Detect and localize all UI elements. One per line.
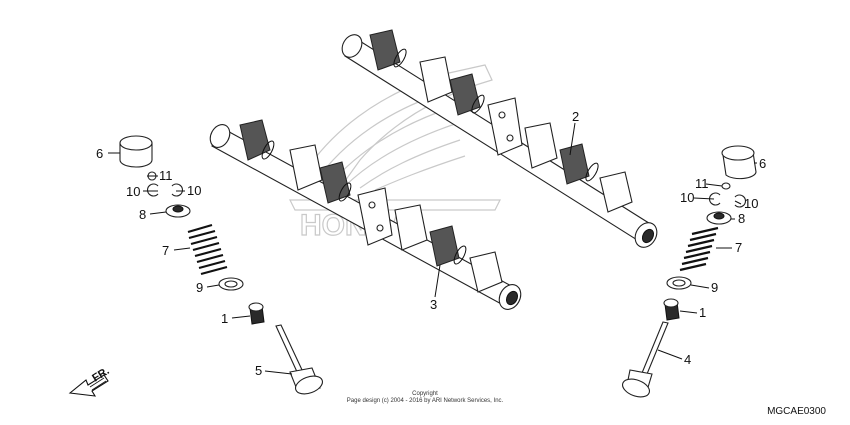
label-9-right: 9 bbox=[711, 280, 718, 295]
label-4: 4 bbox=[684, 352, 691, 367]
label-6-left: 6 bbox=[96, 146, 103, 161]
label-1-left: 1 bbox=[221, 311, 228, 326]
label-10-right-b: 10 bbox=[744, 196, 758, 211]
copyright-line-2: Page design (c) 2004 - 2016 by ARI Netwo… bbox=[347, 398, 504, 404]
label-2: 2 bbox=[572, 109, 579, 124]
valve-train-right bbox=[622, 145, 757, 398]
label-1-right: 1 bbox=[699, 305, 706, 320]
label-10-left-a: 10 bbox=[126, 184, 140, 199]
leader-lines bbox=[108, 122, 757, 375]
label-11-right: 11 bbox=[695, 176, 709, 191]
callout-labels: 6 11 10 10 8 7 9 1 5 2 3 6 11 10 10 8 7 … bbox=[96, 109, 766, 378]
label-5: 5 bbox=[255, 363, 262, 378]
camshaft-3 bbox=[209, 119, 522, 310]
label-7-right: 7 bbox=[735, 240, 742, 255]
label-8-left: 8 bbox=[139, 207, 146, 222]
label-8-right: 8 bbox=[738, 211, 745, 226]
copyright-line-1: Copyright bbox=[412, 391, 438, 397]
label-7-left: 7 bbox=[162, 243, 169, 258]
label-6-right: 6 bbox=[759, 156, 766, 171]
label-10-right-a: 10 bbox=[680, 190, 694, 205]
label-11-left: 11 bbox=[159, 168, 173, 183]
diagram-code: MGCAE0300 bbox=[767, 406, 826, 417]
valve-train-left bbox=[119, 135, 323, 395]
camshaft-2 bbox=[341, 29, 658, 248]
label-9-left: 9 bbox=[196, 280, 203, 295]
front-direction-arrow: FR. bbox=[68, 365, 112, 397]
label-3: 3 bbox=[430, 297, 437, 312]
label-10-left-b: 10 bbox=[187, 183, 201, 198]
